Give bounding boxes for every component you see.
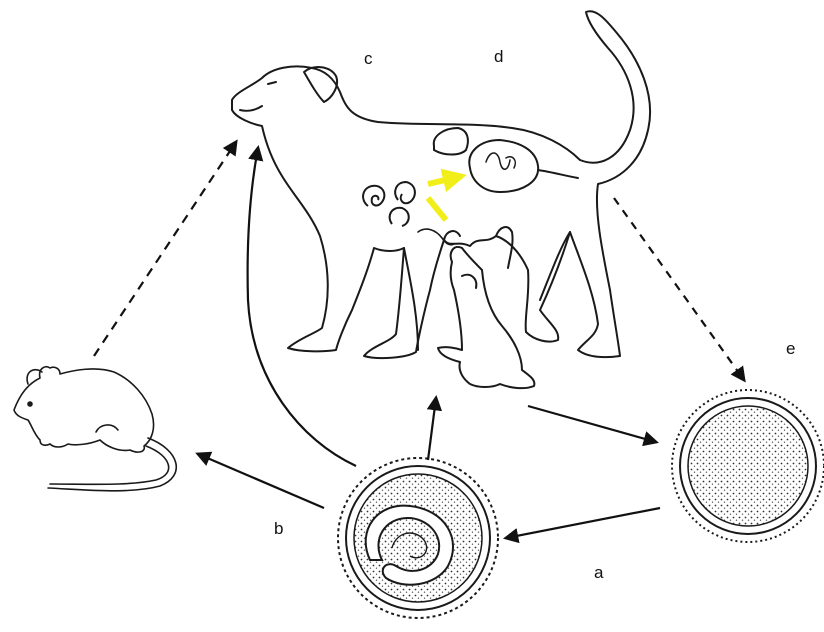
highlight-arrow bbox=[428, 176, 462, 184]
puppy-outline bbox=[496, 227, 513, 268]
label-c: c bbox=[364, 49, 373, 68]
dog-ear bbox=[304, 67, 337, 102]
highlight-arrow bbox=[428, 198, 446, 220]
dog-leg-line bbox=[540, 232, 570, 300]
rat-tail bbox=[48, 438, 176, 491]
dog-leg-line bbox=[404, 248, 418, 350]
arrow-puppy-to-egg bbox=[528, 406, 656, 442]
arrow-egg-to-puppy bbox=[428, 398, 436, 460]
label-d: d bbox=[494, 47, 503, 66]
dog-organ-outline bbox=[434, 128, 468, 155]
migration-arrows bbox=[428, 176, 462, 220]
arrow-egg-to-dog bbox=[248, 148, 356, 466]
arrow-egg-to-rat bbox=[198, 454, 324, 508]
adult-worm bbox=[486, 153, 515, 169]
rat-tail-inner bbox=[50, 446, 169, 484]
dog-eye bbox=[268, 82, 276, 84]
larvae-coil-icon bbox=[363, 182, 415, 226]
embryonated-egg-icon bbox=[338, 458, 498, 618]
dashed-arrow-dog-to-egg bbox=[614, 198, 744, 380]
dog-intestine-outline bbox=[469, 140, 538, 192]
label-a: a bbox=[594, 563, 604, 582]
rat-leg bbox=[96, 425, 118, 432]
puppy-ear bbox=[462, 275, 476, 288]
dog-intestine-tube bbox=[538, 170, 578, 178]
dog-body-outline bbox=[232, 11, 650, 358]
puppy-outline bbox=[444, 231, 460, 240]
rat-body-outline bbox=[14, 367, 154, 452]
dog-mouth bbox=[240, 106, 262, 111]
rat-eye bbox=[28, 402, 32, 406]
unembryonated-egg-icon bbox=[672, 390, 824, 542]
puppy-outline bbox=[438, 247, 534, 388]
rat-paratenic-host-icon bbox=[14, 367, 176, 491]
arrow-egg-e-to-egg-a bbox=[506, 508, 660, 538]
label-b: b bbox=[274, 519, 283, 538]
dog-with-puppies-icon bbox=[232, 11, 650, 388]
label-e: e bbox=[786, 339, 795, 358]
dashed-arrow-rat-to-dog bbox=[94, 142, 236, 356]
